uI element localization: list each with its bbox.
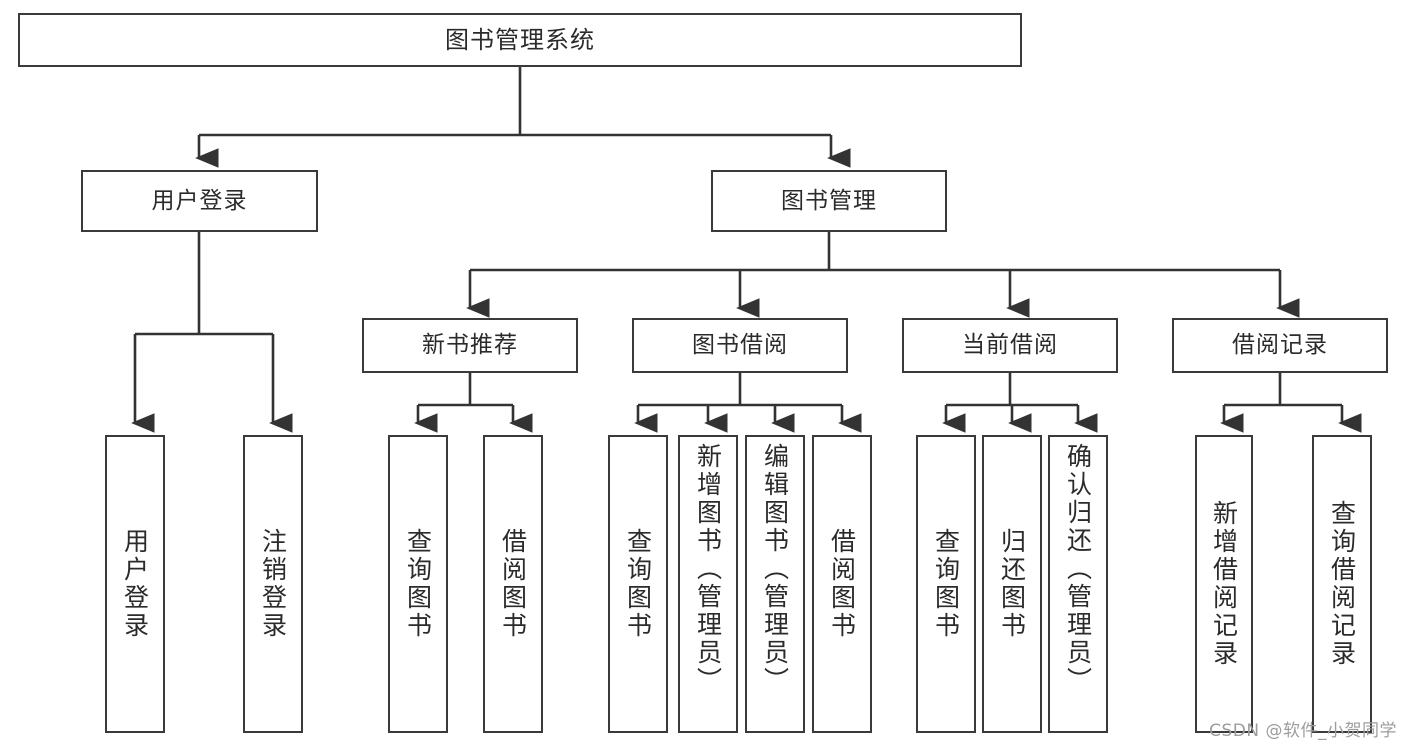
leaf-user-login-logout[interactable]: 注销登录 <box>243 435 303 733</box>
leaf-borrow-borrow-book[interactable]: 借阅图书 <box>812 435 872 733</box>
node-label: 查询图书 <box>403 528 433 640</box>
node-user-login[interactable]: 用户登录 <box>81 170 318 232</box>
node-label: 用户登录 <box>151 187 248 214</box>
leaf-current-confirm-return-admin[interactable]: 确认归还（管理员） <box>1048 435 1108 733</box>
leaf-borrow-edit-book-admin[interactable]: 编辑图书（管理员） <box>745 435 805 733</box>
node-label: 图书借阅 <box>692 332 788 358</box>
leaf-recommend-query-book[interactable]: 查询图书 <box>388 435 448 733</box>
node-label: 借阅记录 <box>1232 332 1328 358</box>
node-label: 新增图书（管理员） <box>693 443 723 695</box>
node-label: 查询借阅记录 <box>1327 500 1357 668</box>
node-label: 查询图书 <box>623 528 653 640</box>
leaf-current-query-book[interactable]: 查询图书 <box>916 435 976 733</box>
node-label: 当前借阅 <box>962 332 1058 358</box>
node-current-borrow[interactable]: 当前借阅 <box>902 318 1118 373</box>
leaf-recommend-borrow-book[interactable]: 借阅图书 <box>483 435 543 733</box>
node-label: 确认归还（管理员） <box>1063 443 1093 695</box>
node-label: 新增借阅记录 <box>1209 500 1239 668</box>
node-label: 查询图书 <box>931 528 961 640</box>
leaf-user-login-login[interactable]: 用户登录 <box>105 435 165 733</box>
node-label: 注销登录 <box>258 528 288 640</box>
leaf-record-add-record[interactable]: 新增借阅记录 <box>1195 435 1253 733</box>
node-label: 图书管理 <box>781 187 877 214</box>
leaf-current-return-book[interactable]: 归还图书 <box>982 435 1042 733</box>
leaf-record-query-record[interactable]: 查询借阅记录 <box>1312 435 1372 733</box>
node-new-book-recommend[interactable]: 新书推荐 <box>362 318 578 373</box>
node-label: 借阅图书 <box>498 528 528 640</box>
csdn-watermark: CSDN @软件_小贺同学 <box>1209 721 1397 741</box>
node-label: 借阅图书 <box>827 528 857 640</box>
node-book-borrow[interactable]: 图书借阅 <box>632 318 848 373</box>
node-label: 编辑图书（管理员） <box>760 443 790 695</box>
node-label: 图书管理系统 <box>445 26 595 54</box>
node-label: 用户登录 <box>120 528 150 640</box>
node-root-system[interactable]: 图书管理系统 <box>18 13 1022 67</box>
node-label: 归还图书 <box>997 528 1027 640</box>
node-borrow-record[interactable]: 借阅记录 <box>1172 318 1388 373</box>
leaf-borrow-query-book[interactable]: 查询图书 <box>608 435 668 733</box>
node-label: 新书推荐 <box>422 332 518 358</box>
leaf-borrow-add-book-admin[interactable]: 新增图书（管理员） <box>678 435 738 733</box>
node-book-management[interactable]: 图书管理 <box>711 170 947 232</box>
